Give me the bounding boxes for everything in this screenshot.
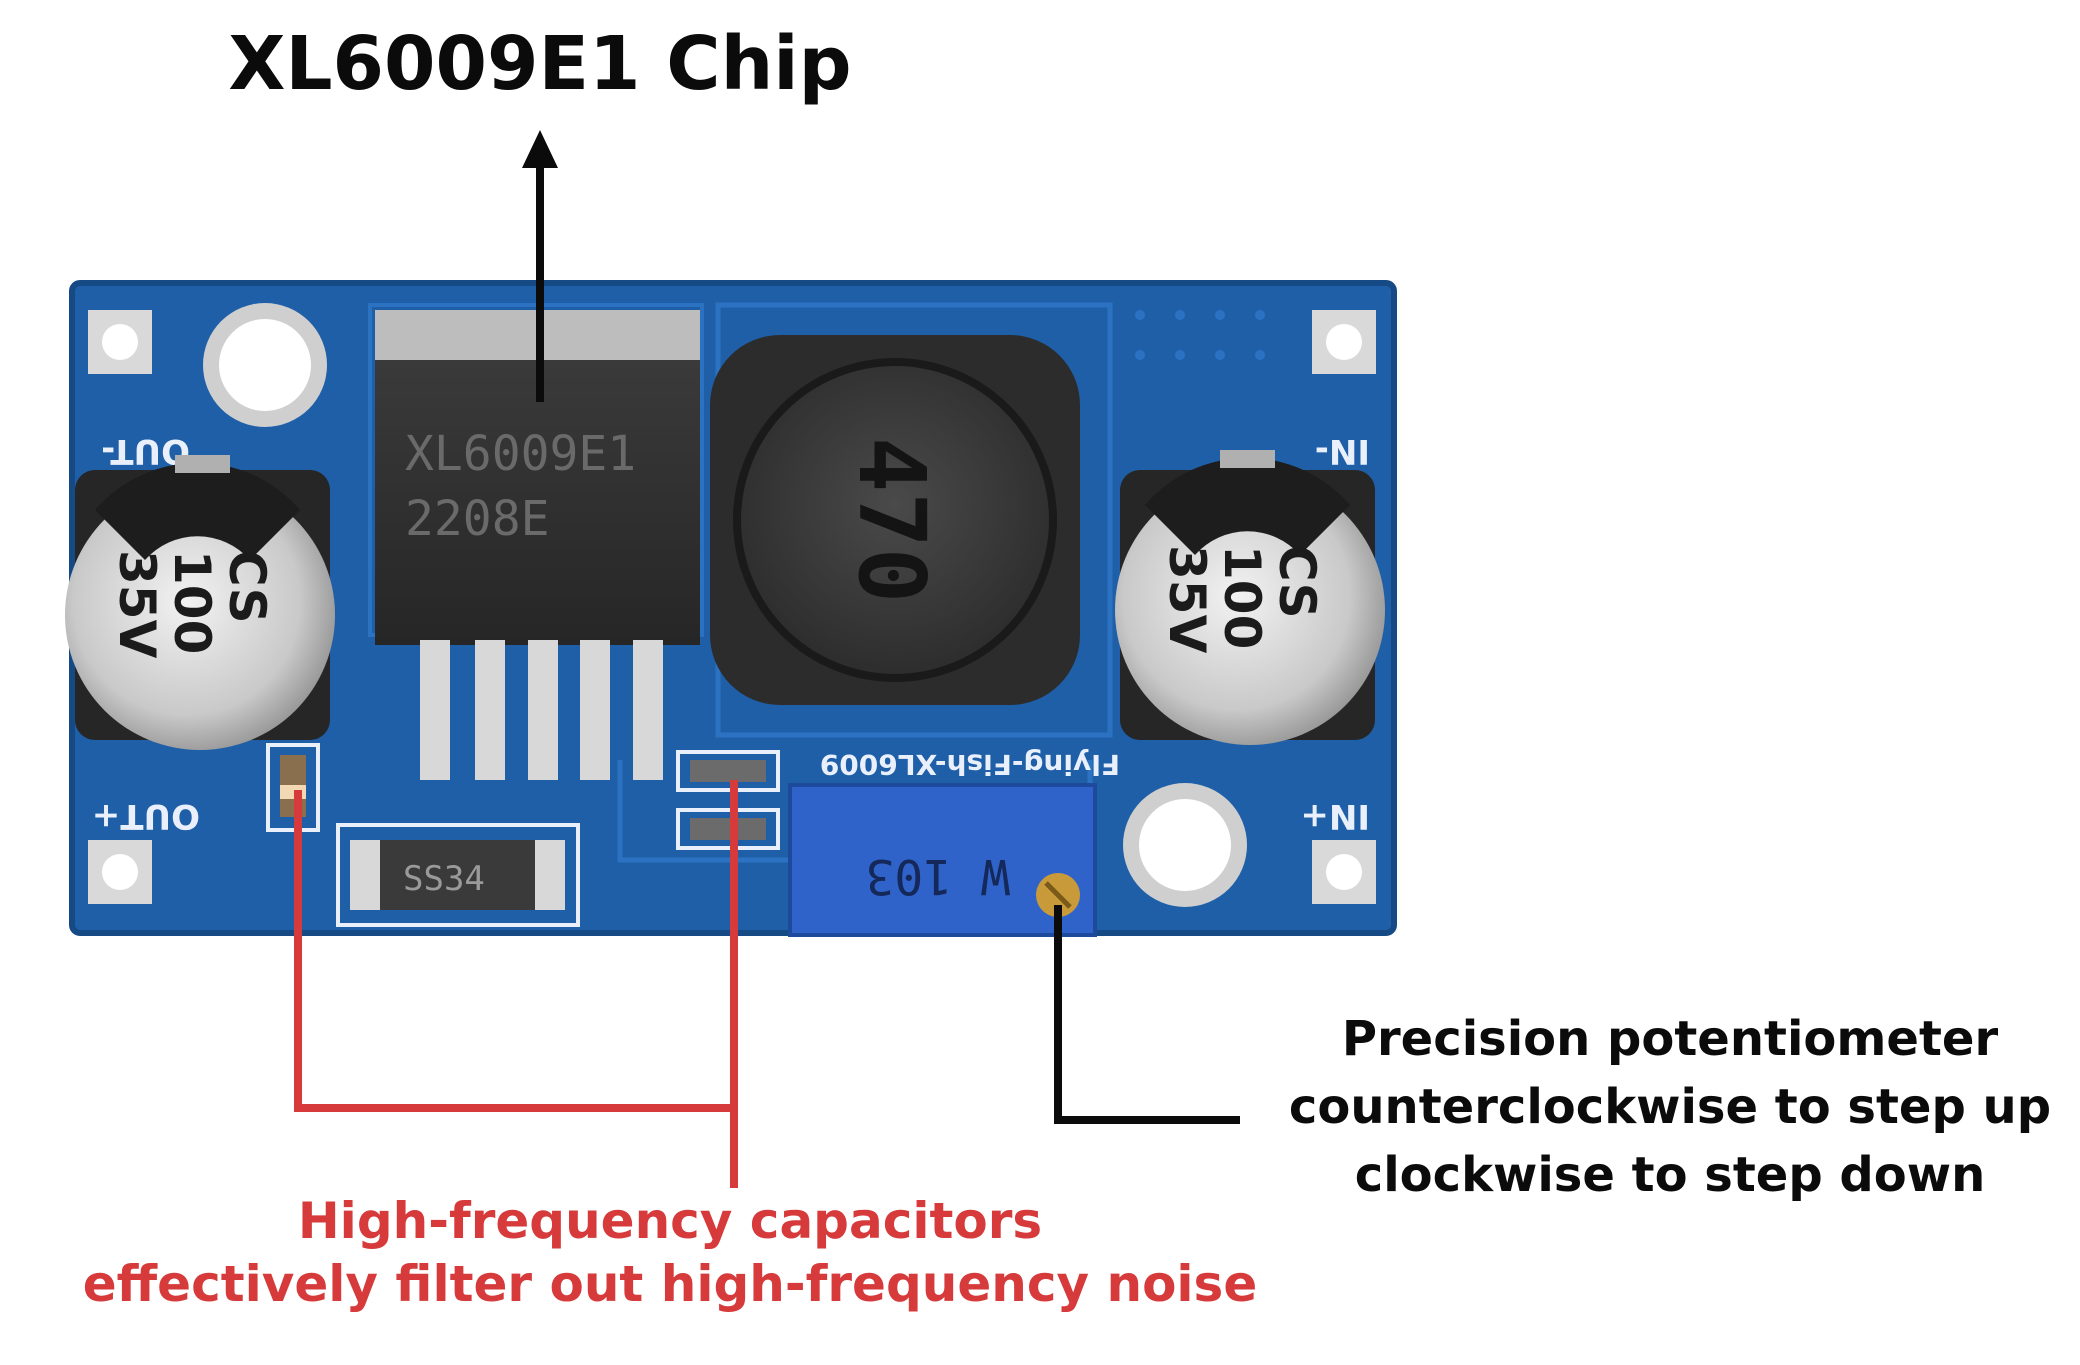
left-electrolytic-capacitor: CS 100 35V (65, 455, 335, 750)
chip-title-label: XL6009E1 Chip (228, 21, 852, 107)
out-plus-label: OUT+ (92, 796, 200, 836)
chip-marking-line-1: XL6009E1 (405, 426, 636, 482)
capacitor-callout-line-2: effectively filter out high-frequency no… (82, 1254, 1258, 1313)
silkscreen-labels: OUT- OUT+ IN- IN+ Flying-Fish-XL6009 (92, 431, 1370, 836)
left-cap-marking-1: CS (218, 550, 276, 624)
inductor-marking: 470 (838, 437, 945, 603)
trim-potentiometer: W 103 (788, 783, 1097, 937)
smd-capacitors (266, 743, 780, 850)
chip-marking-line-2: 2208E (405, 491, 550, 547)
corner-pads (88, 310, 1376, 904)
chip-callout-arrow (522, 130, 558, 402)
right-cap-marking-3: 35V (1158, 545, 1216, 654)
in-minus-label: IN- (1315, 431, 1370, 471)
potentiometer-callout-line-1: Precision potentiometer (1341, 1011, 1999, 1067)
capacitor-callout-label: High-frequency capacitors effectively fi… (40, 1190, 1300, 1315)
diode-marking: SS34 (403, 859, 485, 899)
capacitor-callout-line-1: High-frequency capacitors (297, 1192, 1043, 1250)
potentiometer-callout-line-2: counterclockwise to step up (1288, 1079, 2052, 1136)
right-electrolytic-capacitor: CS 100 35V (1115, 450, 1385, 745)
pot-marking: W 103 (866, 848, 1011, 904)
potentiometer-callout-line (1054, 905, 1240, 1124)
power-inductor: 470 (710, 335, 1080, 705)
right-cap-marking-2: 100 (1213, 545, 1271, 649)
capacitor-callout-bracket (294, 780, 738, 1188)
left-cap-marking-3: 35V (108, 550, 166, 659)
potentiometer-callout-line-3: clockwise to step down (1354, 1147, 1986, 1204)
potentiometer-callout-label: Precision potentiometer counterclockwise… (1270, 1005, 2070, 1209)
right-cap-marking-1: CS (1268, 545, 1326, 619)
mounting-holes (203, 303, 1247, 907)
ss34-diode: SS34 (336, 823, 580, 927)
brand-silkscreen: Flying-Fish-XL6009 (820, 748, 1120, 781)
in-plus-label: IN+ (1300, 796, 1370, 836)
left-cap-marking-2: 100 (163, 550, 221, 654)
